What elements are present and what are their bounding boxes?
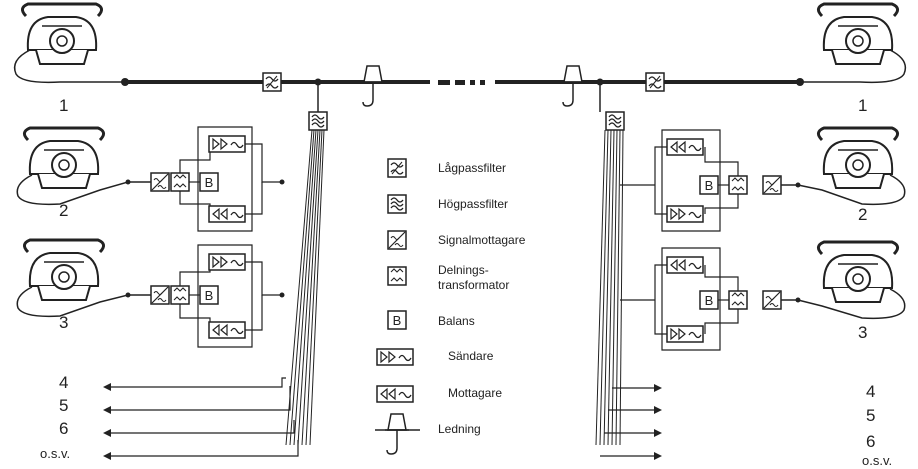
station-number-right-3: 3	[858, 323, 868, 342]
phone-right-1	[803, 2, 907, 84]
legend-label-line: Ledning	[438, 422, 481, 436]
station-number-left-1: 1	[59, 96, 69, 115]
trunk-lowpass-right	[645, 72, 665, 92]
trunk-pole-right	[560, 65, 586, 107]
legend-label-transformer-2: transformator	[438, 278, 510, 292]
trunk-pole-left	[360, 65, 386, 107]
station-etc-right: o.s.v.	[862, 453, 893, 468]
trunk-line	[121, 78, 804, 86]
station-number-right-5: 5	[866, 406, 876, 425]
legend-label-highpass: Högpassfilter	[438, 197, 509, 211]
station-number-right-6: 6	[866, 432, 876, 451]
legend-symbols	[375, 158, 420, 455]
right-branch	[595, 82, 662, 460]
balance-letter-left-3: B	[205, 288, 214, 303]
right-station-2	[654, 126, 906, 232]
balance-letter-legend: B	[393, 313, 402, 328]
legend-label-signal-receiver: Signalmottagare	[438, 233, 526, 247]
station-etc-left: o.s.v.	[40, 446, 71, 461]
left-station-2	[16, 126, 282, 232]
legend-label-transmitter: Sändare	[448, 349, 494, 363]
station-number-left-3: 3	[59, 313, 69, 332]
station-number-left-5: 5	[59, 396, 69, 415]
right-station-3	[654, 240, 906, 351]
balance-letter-left-2: B	[205, 175, 214, 190]
legend-label-receiver: Mottagare	[448, 386, 503, 400]
station-number-right-4: 4	[866, 382, 876, 401]
trunk-lowpass-left	[262, 72, 282, 92]
legend-label-balance: Balans	[438, 314, 475, 328]
station-number-left-4: 4	[59, 373, 69, 392]
legend-label-transformer-1: Delnings-	[438, 263, 489, 277]
station-number-right-1: 1	[858, 96, 868, 115]
balance-letter-right-2: B	[705, 178, 714, 193]
left-station-3	[16, 238, 282, 348]
station-number-right-2: 2	[858, 205, 868, 224]
station-number-left-2: 2	[59, 201, 69, 220]
station-number-left-6: 6	[59, 419, 69, 438]
legend-label-lowpass: Lågpassfilter	[438, 161, 507, 175]
balance-letter-right-3: B	[705, 293, 714, 308]
left-branch	[103, 82, 328, 460]
phone-left-1	[13, 2, 122, 84]
